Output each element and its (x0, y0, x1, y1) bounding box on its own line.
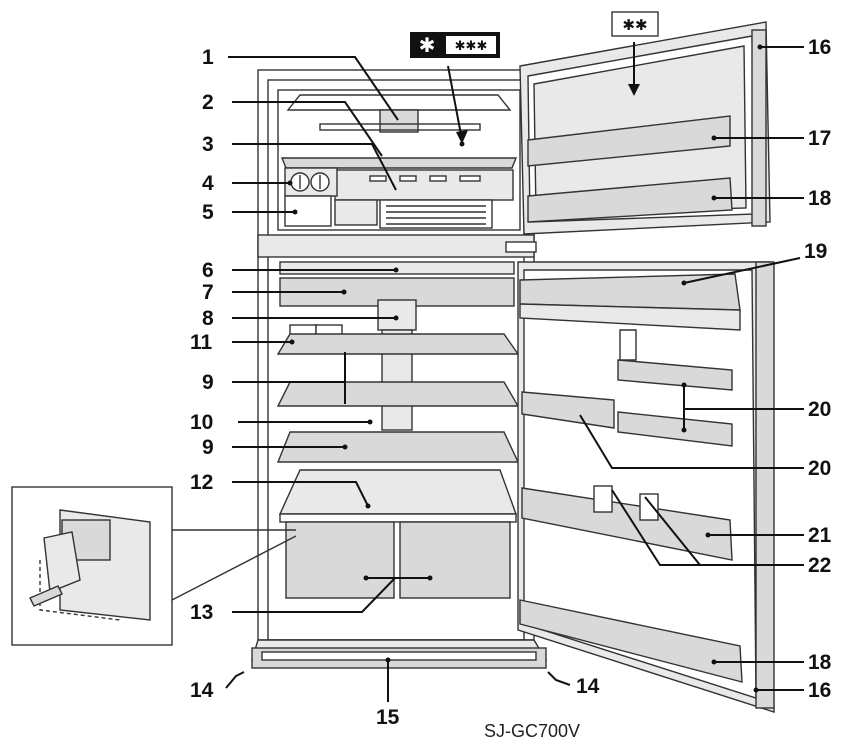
callout-20a: 20 (808, 398, 831, 421)
callout-3: 3 (202, 133, 214, 156)
crisper-right (399, 521, 511, 599)
freezer-grille (334, 199, 378, 226)
callout-14a: 14 (190, 679, 214, 702)
callout-22: 22 (808, 554, 831, 577)
callout-11: 11 (190, 331, 213, 354)
callout-2: 2 (202, 91, 214, 114)
callout-6: 6 (202, 259, 214, 282)
callout-4: 4 (202, 172, 214, 195)
callout-9a: 9 (202, 371, 214, 394)
crisper-left (285, 521, 395, 599)
freezer-door-shelf-lower (527, 177, 733, 223)
detail-inset (11, 486, 297, 646)
ice-box-grille (386, 205, 486, 225)
callout-16b: 16 (808, 679, 831, 702)
door-pocket-small-upper (617, 359, 733, 391)
model-name: SJ-GC700V (484, 721, 580, 741)
shelf-top (276, 333, 520, 355)
callout-13: 13 (190, 601, 213, 624)
callout-19: 19 (804, 240, 827, 263)
air-duct (377, 299, 417, 331)
callout-1: 1 (202, 46, 214, 69)
callout-18a: 18 (808, 187, 832, 210)
door-pocket-small-lower (617, 411, 733, 447)
freezer-badge-big-star: ✱ (419, 33, 436, 57)
door-shelf-bottom (519, 599, 743, 683)
freezer-star-badge: ✱ ✱✱✱ (410, 32, 500, 58)
freezer-shelf (280, 157, 518, 169)
shelf-middle (276, 381, 520, 407)
bottle-pocket (521, 487, 733, 561)
callout-15: 15 (376, 706, 400, 729)
callout-8: 8 (202, 307, 214, 330)
ice-maker-slots (369, 175, 481, 182)
callout-5: 5 (202, 201, 214, 224)
callout-10: 10 (190, 411, 213, 434)
freezer-door-shelf-upper (527, 115, 731, 167)
callout-12: 12 (190, 471, 213, 494)
freezer-light (379, 109, 419, 133)
door-star-badge: ✱✱ (611, 11, 659, 37)
crisper-cover (278, 469, 517, 515)
callout-20b: 20 (808, 457, 831, 480)
callout-14b: 14 (576, 675, 600, 698)
leader-lines (225, 42, 804, 702)
door-badge-stars: ✱✱ (622, 16, 647, 34)
callout-7: 7 (202, 281, 214, 304)
callout-21: 21 (808, 524, 832, 547)
callout-9b: 9 (202, 436, 214, 459)
door-pocket-left (521, 391, 615, 429)
callout-16a: 16 (808, 36, 831, 59)
ice-maker (334, 169, 514, 201)
freezer-badge-stars: ✱✱✱ (455, 39, 488, 54)
bottle-holders (593, 485, 659, 521)
callout-18b: 18 (808, 651, 832, 674)
callout-17: 17 (808, 127, 831, 150)
callout-numbers: 1 2 3 4 5 6 7 8 11 9 10 9 12 13 14 15 14… (190, 36, 832, 729)
leader-dots (287, 44, 763, 693)
